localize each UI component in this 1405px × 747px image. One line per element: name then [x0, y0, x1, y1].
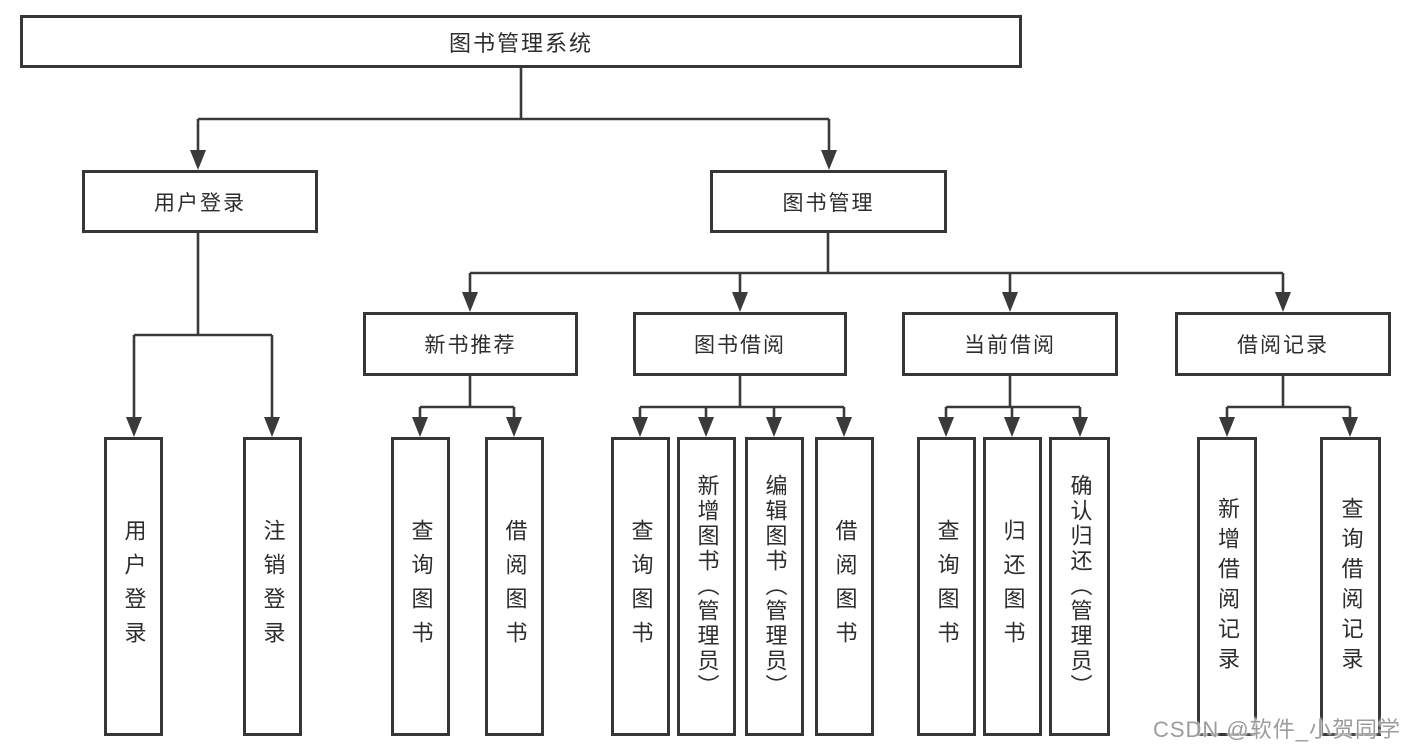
arrowhead: [126, 417, 142, 437]
node-book-management-label: 图书管理: [782, 191, 875, 215]
leaf-query-borrow-record-label: 查询借阅记录: [1338, 496, 1364, 677]
node-user-login-group-label: 用户登录: [154, 191, 246, 215]
arrowhead: [766, 417, 782, 437]
leaf-add-borrow-record: 新增借阅记录: [1197, 437, 1257, 736]
node-book-borrow: 图书借阅: [633, 312, 847, 376]
leaf-return-book: 归还图书: [983, 437, 1042, 736]
arrowhead: [698, 417, 714, 437]
leaf-edit-book-admin: 编辑图书（管理员）: [745, 437, 804, 736]
arrowhead: [732, 292, 748, 312]
leaf-borrow-books-recommend: 借阅图书: [485, 437, 544, 736]
arrowhead: [836, 417, 852, 437]
leaf-user-login: 用户登录: [104, 437, 163, 736]
leaf-logout: 注销登录: [243, 437, 302, 736]
arrowhead: [1275, 292, 1291, 312]
leaf-add-book-admin-label: 新增图书（管理员）: [694, 474, 720, 699]
node-borrow-records: 借阅记录: [1175, 312, 1391, 376]
leaf-query-books-current-label: 查询图书: [934, 518, 960, 655]
arrowhead: [632, 417, 648, 437]
arrowhead: [938, 417, 954, 437]
node-borrow-records-label: 借阅记录: [1237, 334, 1329, 357]
leaf-query-books-recommend-label: 查询图书: [408, 518, 434, 655]
leaf-add-borrow-record-label: 新增借阅记录: [1215, 496, 1240, 677]
arrowhead: [1072, 417, 1088, 437]
leaf-return-book-label: 归还图书: [1000, 518, 1026, 655]
arrowhead: [506, 417, 522, 437]
leaf-query-borrow-record: 查询借阅记录: [1320, 437, 1381, 736]
node-new-book-recommend-label: 新书推荐: [424, 334, 517, 357]
arrowhead: [190, 150, 206, 170]
node-new-book-recommend: 新书推荐: [363, 312, 578, 376]
node-book-management: 图书管理: [710, 170, 947, 233]
arrowhead: [1004, 417, 1020, 437]
leaf-logout-label: 注销登录: [260, 518, 286, 655]
leaf-borrow-books-recommend-label: 借阅图书: [502, 518, 528, 655]
leaf-confirm-return-admin: 确认归还（管理员）: [1049, 437, 1110, 736]
node-current-borrow: 当前借阅: [902, 312, 1118, 376]
leaf-confirm-return-admin-label: 确认归还（管理员）: [1067, 474, 1093, 699]
node-root-label: 图书管理系统: [448, 30, 593, 56]
arrowhead: [1219, 417, 1235, 437]
node-book-borrow-label: 图书借阅: [694, 334, 786, 357]
leaf-query-books-current: 查询图书: [917, 437, 976, 736]
leaf-query-books-recommend: 查询图书: [391, 437, 450, 736]
leaf-query-books-borrow-label: 查询图书: [628, 518, 654, 655]
leaf-add-book-admin: 新增图书（管理员）: [677, 437, 736, 736]
arrowhead: [821, 150, 837, 170]
leaf-borrow-books-2-label: 借阅图书: [832, 518, 858, 655]
watermark: CSDN @软件_小贺同学: [1152, 717, 1401, 742]
node-current-borrow-label: 当前借阅: [964, 334, 1056, 357]
node-user-login-group: 用户登录: [82, 170, 318, 233]
leaf-edit-book-admin-label: 编辑图书（管理员）: [762, 474, 788, 699]
arrowhead: [412, 417, 428, 437]
leaf-query-books-borrow: 查询图书: [611, 437, 670, 736]
arrowhead: [1342, 417, 1358, 437]
arrowhead: [462, 292, 478, 312]
arrowhead: [1002, 292, 1018, 312]
leaf-user-login-label: 用户登录: [121, 518, 147, 655]
leaf-borrow-books-2: 借阅图书: [815, 437, 874, 736]
arrowhead: [264, 417, 280, 437]
node-root: 图书管理系统: [20, 15, 1022, 68]
